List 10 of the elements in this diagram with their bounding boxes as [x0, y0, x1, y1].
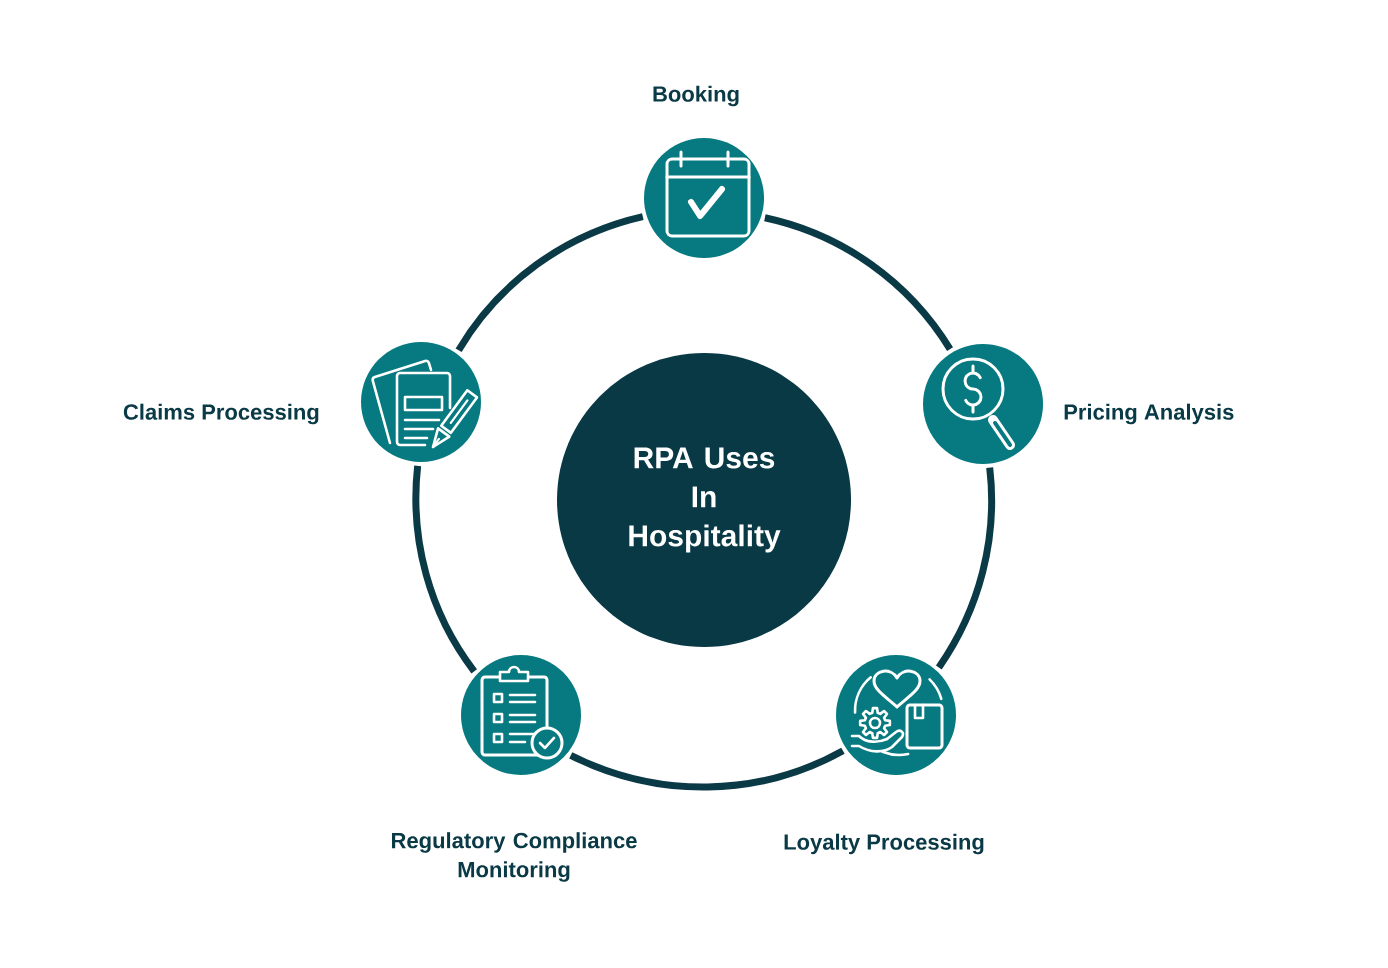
ring-arc	[412, 465, 478, 674]
node-label: Regulatory Compliance Monitoring	[392, 832, 637, 882]
node-label: Claims Processing	[123, 403, 319, 425]
ring-arc	[569, 747, 845, 791]
ring-arc	[935, 467, 996, 670]
node-label: Pricing Analysis	[1064, 403, 1234, 425]
ring-arc	[455, 213, 644, 353]
node-label: Loyalty Processing	[784, 833, 984, 855]
ring-arc	[764, 214, 953, 352]
node-label: Booking	[653, 85, 739, 107]
